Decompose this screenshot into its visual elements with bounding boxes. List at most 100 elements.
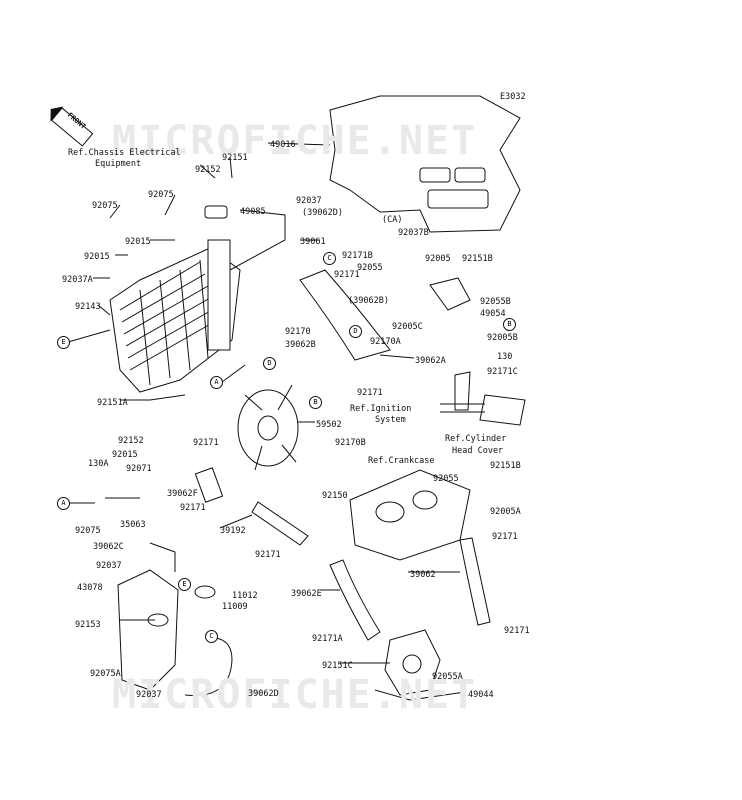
part-label-p39062: 39062	[410, 570, 436, 580]
hose-39062	[459, 537, 491, 626]
part-label-p92150: 92150	[322, 491, 348, 501]
part-label-p92037aa: 92037A	[62, 275, 93, 285]
part-label-refcyl1: Ref.Cylinder	[445, 434, 507, 444]
part-label-p92151a: 92151	[222, 153, 248, 163]
part-label-p92171_fan: 92171	[193, 438, 219, 448]
watermark-bottom: MICROFICHE.NET	[112, 672, 478, 718]
part-label-p39062c: 39062C	[93, 542, 124, 552]
part-label-p92075_l: 92075	[75, 526, 101, 536]
part-label-p92075b: 92075	[92, 201, 118, 211]
part-label-p92171_m: 92171	[255, 550, 281, 560]
part-label-p49016: 49016	[270, 140, 296, 150]
part-label-p92037b: 92037B	[398, 228, 429, 238]
callout-c-0: C	[323, 252, 336, 265]
part-label-p92170b: 92170B	[335, 438, 366, 448]
part-label-p92171c: 92171C	[487, 367, 518, 377]
part-label-refign2: System	[375, 415, 406, 425]
part-label-p92171_f: 92171	[180, 503, 206, 513]
part-label-p92037_b: 92037	[136, 690, 162, 700]
part-label-p92005c: 92005C	[392, 322, 423, 332]
part-label-p39062f: 39062F	[167, 489, 198, 499]
part-label-p92005a: 92005	[425, 254, 451, 264]
part-label-p92143: 92143	[75, 302, 101, 312]
part-label-p92151a_left: 92151A	[97, 398, 128, 408]
part-label-pCA: (CA)	[382, 215, 403, 225]
part-label-p92037_l: 92037	[96, 561, 122, 571]
part-label-p39062d_top: (39062D)	[302, 208, 343, 218]
part-label-p92071: 92071	[126, 464, 152, 474]
shroud-cover	[329, 95, 521, 233]
part-label-refchassis2: Equipment	[95, 159, 142, 169]
callout-d-1: D	[349, 325, 362, 338]
part-label-p92170: 92170	[285, 327, 311, 337]
water-pump	[384, 629, 441, 696]
part-label-p92075a: 92075	[148, 190, 174, 200]
part-label-p39062b_b: 39062B	[285, 340, 316, 350]
reserve-tank	[117, 569, 179, 691]
part-label-p92152b: 92152	[118, 436, 144, 446]
part-label-p39061: 39061	[300, 237, 326, 247]
part-label-p92171b: 92171B	[342, 251, 373, 261]
part-label-p92005a_r: 92005A	[490, 507, 521, 517]
part-label-p39062a: 39062A	[415, 356, 446, 366]
part-label-p59502: 59502	[316, 420, 342, 430]
hose-upper	[299, 269, 391, 361]
part-label-p39192: 39192	[220, 526, 246, 536]
radiator	[109, 205, 241, 393]
part-label-p39062e: 39062E	[291, 589, 322, 599]
part-label-p49085: 49085	[240, 207, 266, 217]
part-label-p92005b: 92005B	[487, 333, 518, 343]
part-label-p39062b_a: (39062B)	[348, 296, 389, 306]
hose-39192	[251, 501, 309, 546]
part-label-p92151b_r: 92151B	[490, 461, 521, 471]
part-label-p92055a: 92055	[357, 263, 383, 273]
part-label-p92171a_b: 92171A	[312, 634, 343, 644]
front-arrow-icon	[50, 106, 94, 147]
part-label-p92171_mid: 92171	[357, 388, 383, 398]
part-label-p92153: 92153	[75, 620, 101, 630]
part-label-p130: 130	[497, 352, 513, 362]
thermostat	[429, 277, 471, 311]
callout-e-8: E	[178, 578, 191, 591]
part-label-p92170a: 92170A	[370, 337, 401, 347]
part-label-p92171_rb: 92171	[504, 626, 530, 636]
part-label-p92151c: 92151C	[322, 661, 353, 671]
part-label-p92055_r: 92055	[433, 474, 459, 484]
part-label-p35063: 35063	[120, 520, 146, 530]
part-label-p92015b: 92015	[84, 252, 110, 262]
callout-b-6: B	[309, 396, 322, 409]
part-label-p92015c: 92015	[112, 450, 138, 460]
part-label-p92037a: 92037	[296, 196, 322, 206]
part-label-p92075a_l: 92075A	[90, 669, 121, 679]
part-label-p92171_r2: 92171	[492, 532, 518, 542]
part-label-p92055a_b: 92055A	[432, 672, 463, 682]
part-label-p11012: 11012	[232, 591, 258, 601]
part-label-p11009: 11009	[222, 602, 248, 612]
overflow-hose	[184, 637, 233, 697]
part-label-p43078: 43078	[77, 583, 103, 593]
callout-c-9: C	[205, 630, 218, 643]
callout-b-2: B	[503, 318, 516, 331]
hose-39062e	[329, 559, 381, 641]
part-label-refcrank: Ref.Crankcase	[368, 456, 435, 466]
part-label-p92171a: 92171	[334, 270, 360, 280]
part-label-p92151b_top: 92151B	[462, 254, 493, 264]
part-label-refcyl2: Head Cover	[452, 446, 504, 456]
part-label-p39062d_b: 39062D	[248, 689, 279, 699]
part-label-p49044: 49044	[468, 690, 494, 700]
part-label-p92015a: 92015	[125, 237, 151, 247]
diagram-code: E3032	[500, 92, 526, 102]
callout-e-3: E	[57, 336, 70, 349]
crankcase	[349, 469, 471, 561]
callout-d-4: D	[263, 357, 276, 370]
part-label-refchassis1: Ref.Chassis Electrical	[68, 148, 181, 158]
callout-a-5: A	[210, 376, 223, 389]
part-label-p92152a: 92152	[195, 165, 221, 175]
part-label-p49054: 49054	[480, 309, 506, 319]
part-label-refign1: Ref.Ignition	[350, 404, 412, 414]
callout-a-7: A	[57, 497, 70, 510]
fan	[237, 384, 299, 471]
watermark-top: MICROFICHE.NET	[112, 118, 478, 164]
part-label-p130a: 130A	[88, 459, 109, 469]
